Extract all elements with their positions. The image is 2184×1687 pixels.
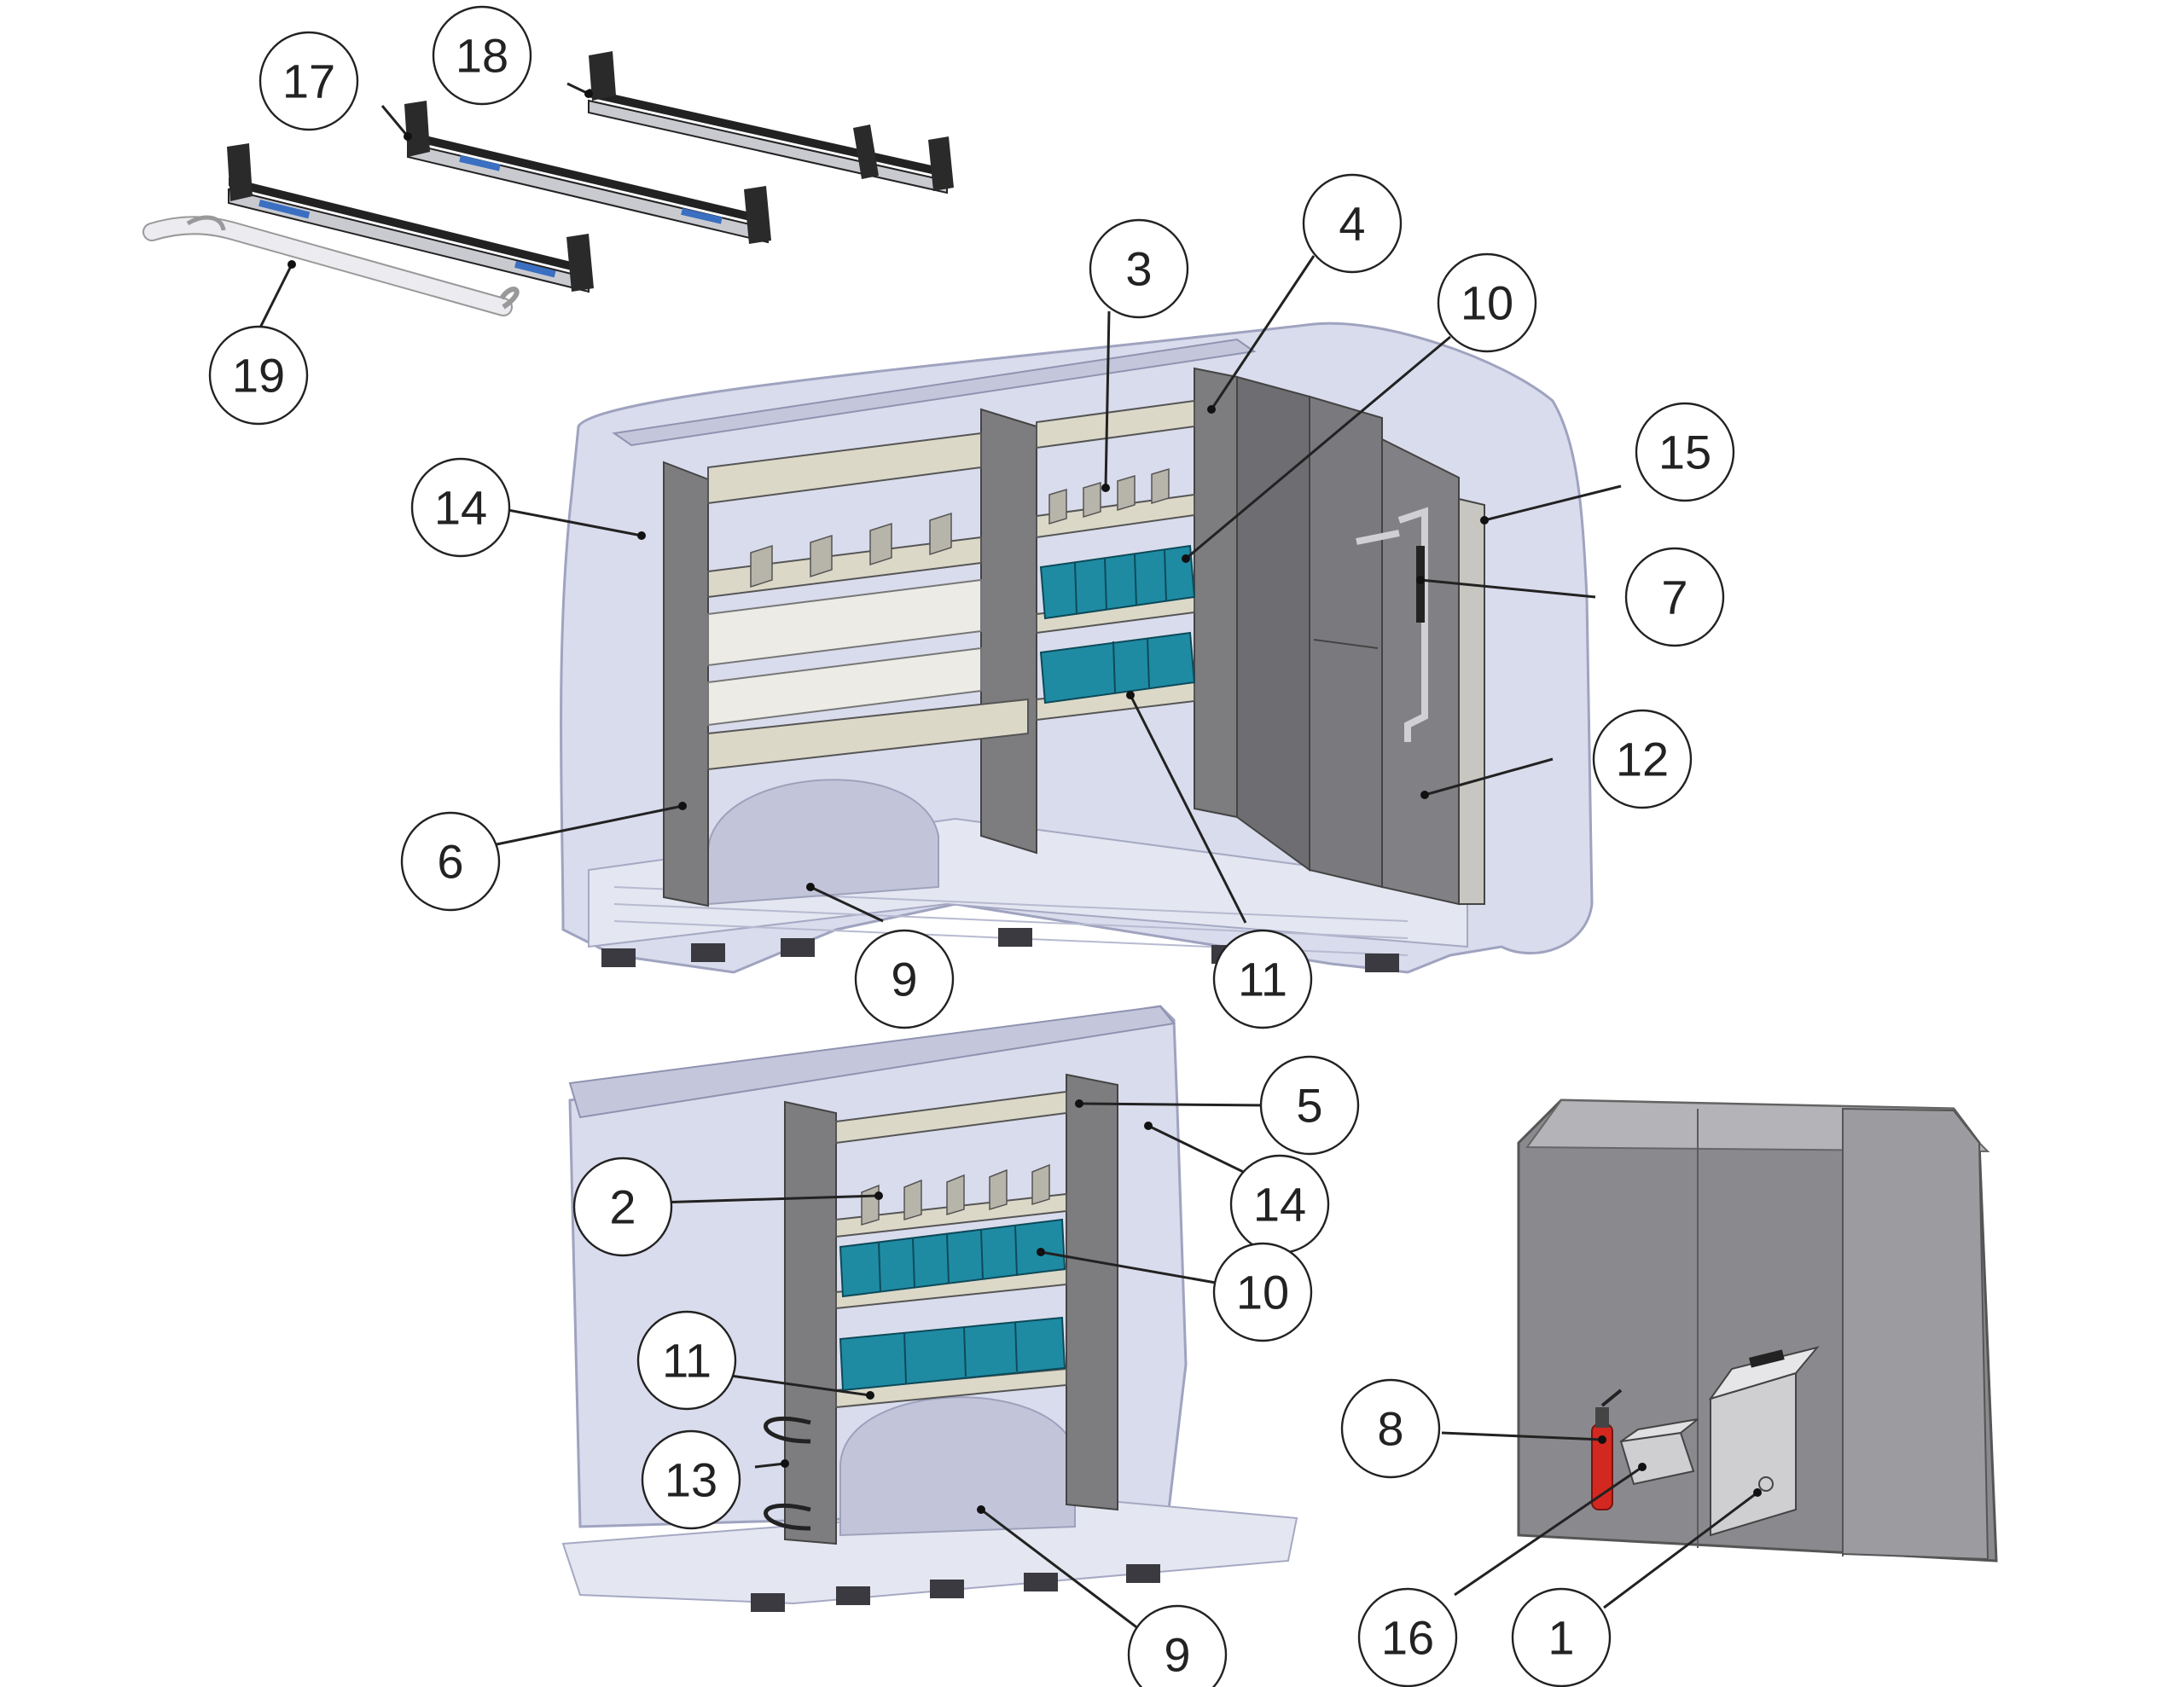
callout-6: 6: [400, 811, 501, 912]
callout-12: 12: [1592, 709, 1693, 809]
right-bay-shelves: [1036, 399, 1196, 722]
parts-bins-lower-11: [1039, 631, 1196, 704]
callout-9-main: 9: [854, 929, 955, 1029]
callout-10-secondary: 10: [1212, 1242, 1313, 1342]
callout-7: 7: [1624, 547, 1725, 647]
cord-hooks-13: [764, 1416, 811, 1531]
parts-bins-upper-secondary-10: [839, 1218, 1066, 1298]
callout-15: 15: [1635, 402, 1735, 502]
callout-11-main: 11: [1212, 929, 1313, 1029]
parts-bins-upper-10: [1039, 544, 1196, 620]
callout-12-label: 12: [1616, 733, 1669, 786]
callout-14-secondary: 14: [1229, 1154, 1330, 1255]
callout-5: 5: [1259, 1055, 1360, 1156]
callout-2: 2: [572, 1157, 673, 1257]
callout-4: 4: [1302, 173, 1403, 274]
callout-10-main-label: 10: [1461, 276, 1513, 330]
callout-11-main-label: 11: [1238, 953, 1287, 1006]
shelf-right-upright: [1194, 367, 1238, 819]
callout-10-secondary-label: 10: [1236, 1266, 1289, 1319]
callout-6-label: 6: [437, 835, 463, 889]
callout-19-label: 19: [232, 349, 285, 403]
leader-lines: [253, 82, 1758, 1631]
callout-19: 19: [208, 325, 309, 426]
callout-11-secondary-label: 11: [662, 1334, 712, 1388]
callout-2-label: 2: [609, 1180, 636, 1234]
van-interior-main-view: [560, 322, 1594, 974]
leader-endpoints: [288, 90, 1762, 1514]
ladder-rack-bar-lower: [227, 143, 594, 293]
callout-16-label: 16: [1381, 1611, 1434, 1665]
callout-14-main-label: 14: [434, 481, 487, 535]
callout-7-label: 7: [1661, 571, 1687, 624]
roof-rack-assembly: [142, 51, 954, 316]
side-panel-12: [1236, 375, 1485, 906]
callout-14-main: 14: [410, 457, 511, 558]
left-bay-shelves: [707, 432, 1029, 771]
callout-9-secondary-label: 9: [1164, 1628, 1190, 1682]
callout-8: 8: [1340, 1378, 1441, 1479]
callout-17: 17: [258, 31, 359, 131]
van-interior-secondary-view: [561, 1005, 1298, 1612]
callout-18: 18: [432, 5, 532, 106]
callout-1-label: 1: [1548, 1611, 1574, 1665]
parts-bins-lower-secondary-11: [839, 1316, 1066, 1392]
callout-1: 1: [1511, 1587, 1612, 1687]
bulkhead-partition-view: [1517, 1099, 1998, 1562]
shelf-end-panel-6: [663, 461, 709, 907]
ladder-rack-bar-18: [588, 51, 954, 194]
callout-9-main-label: 9: [891, 953, 917, 1006]
fire-extinguisher-8: [1591, 1388, 1623, 1510]
callout-3-label: 3: [1125, 242, 1152, 296]
top-shelf-5: [835, 1090, 1067, 1145]
callout-15-label: 15: [1658, 426, 1711, 479]
callout-16: 16: [1357, 1587, 1458, 1687]
power-inverter-unit-1: [1708, 1346, 1820, 1537]
door-handle-7: [1397, 507, 1428, 742]
battery-box-16: [1619, 1418, 1699, 1486]
callout-8-label: 8: [1377, 1402, 1403, 1456]
callout-10-main: 10: [1437, 252, 1537, 353]
callout-11-secondary: 11: [636, 1310, 737, 1411]
conduit-carrier-19: [142, 215, 520, 316]
callout-9-secondary: 9: [1127, 1604, 1228, 1687]
ladder-rack-bar-17: [404, 101, 771, 244]
callout-4-label: 4: [1339, 197, 1365, 251]
shelf-middle-upright: [980, 408, 1037, 855]
callout-13-label: 13: [665, 1453, 717, 1507]
callout-5-label: 5: [1296, 1079, 1322, 1133]
callout-13: 13: [641, 1429, 741, 1530]
callout-17-label: 17: [282, 55, 335, 108]
callout-14-secondary-label: 14: [1253, 1178, 1306, 1232]
callout-3: 3: [1089, 218, 1189, 319]
callout-18-label: 18: [456, 29, 508, 83]
